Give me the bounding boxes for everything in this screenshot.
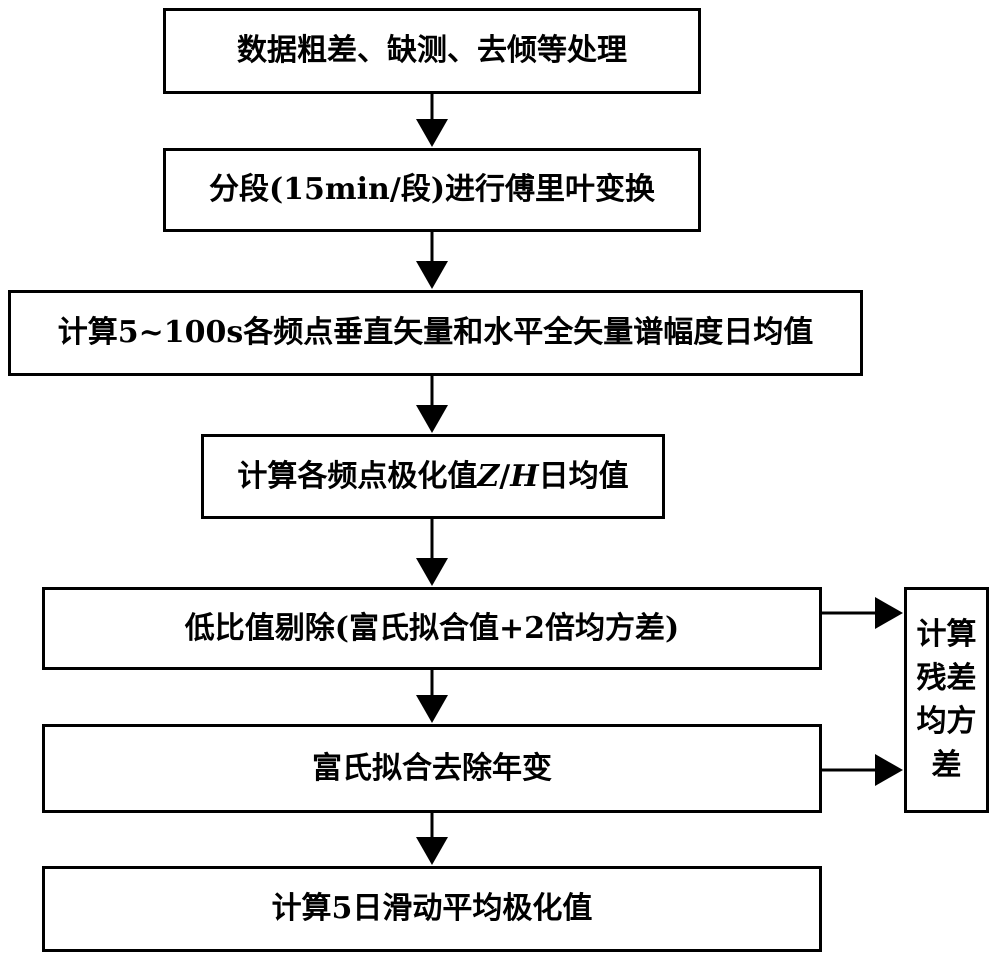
step3-label: 计算5~100s各频点垂直矢量和水平全矢量谱幅度日均值 [57,315,814,350]
arrowhead-step1-step2 [416,119,448,147]
arrowhead-step5-step6 [416,695,448,723]
arrowhead-step2-step3 [416,261,448,289]
arrowhead-step4-step5 [416,558,448,586]
step7-box: 计算5日滑动平均极化值 [42,866,822,952]
step6-box: 富氏拟合去除年变 [42,724,822,813]
side-box-line-1: 计算 [916,617,977,652]
step4-label: 计算各频点极化值Z/H日均值 [237,459,628,495]
step6-label: 富氏拟合去除年变 [312,750,552,786]
side-box-line-4: 差 [931,747,962,783]
arrowhead-step6-side [875,754,903,786]
arrowhead-step6-step7 [416,837,448,865]
step7-label: 计算5日滑动平均极化值 [271,891,593,926]
arrowhead-step5-side [875,597,903,629]
step4-label-z: Z [477,458,500,494]
step4-box: 计算各频点极化值Z/H日均值 [201,434,665,519]
step4-label-h: H [510,458,539,494]
step2-box: 分段(15min/段)进行傅里叶变换 [163,148,701,232]
residual-variance-box: 计算 残差 均方 差 [904,587,989,813]
step5-label: 低比值剔除(富氏拟合值+2倍均方差) [184,610,680,646]
step1-box: 数据粗差、缺测、去倾等处理 [163,8,701,94]
arrowhead-step3-step4 [416,405,448,433]
step3-box: 计算5~100s各频点垂直矢量和水平全矢量谱幅度日均值 [8,290,863,376]
step4-label-sep: / [499,458,511,494]
side-box-line-3: 均方 [916,704,977,739]
step1-label: 数据粗差、缺测、去倾等处理 [237,33,627,68]
step5-box: 低比值剔除(富氏拟合值+2倍均方差) [42,587,822,670]
step4-label-prefix: 计算各频点极化值 [237,458,478,494]
step4-label-suffix: 日均值 [538,458,629,494]
step2-label: 分段(15min/段)进行傅里叶变换 [208,172,656,207]
side-box-line-2: 残差 [916,660,977,696]
